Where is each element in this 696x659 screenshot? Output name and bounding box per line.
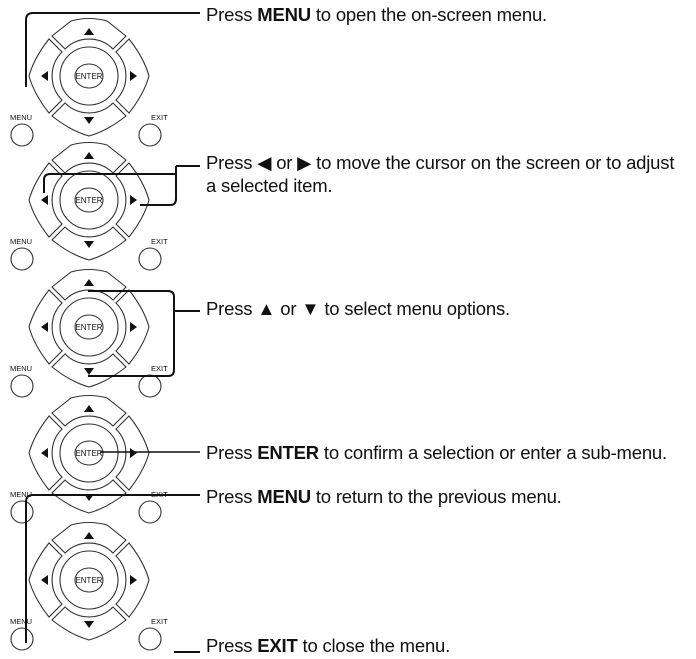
exit-key-label: EXIT xyxy=(151,113,168,122)
enter-label: ENTER xyxy=(75,323,102,332)
remote-pad: ENTER MENU EXIT xyxy=(10,141,168,271)
enter-label: ENTER xyxy=(75,576,102,585)
exit-button xyxy=(138,123,162,147)
exit-button xyxy=(138,500,162,524)
step5-text: Press MENU to return to the previous men… xyxy=(206,486,562,507)
connector-step5 xyxy=(25,494,200,643)
connector-step1 xyxy=(25,12,200,87)
remote-pad: ENTER MENU EXIT xyxy=(10,268,168,398)
menu-button xyxy=(10,627,34,651)
exit-button xyxy=(138,374,162,398)
menu-key-label: MENU xyxy=(10,617,32,626)
menu-key-label: MENU xyxy=(10,490,32,499)
exit-key-label: EXIT xyxy=(151,237,168,246)
step6-text: Press EXIT to close the menu. xyxy=(206,635,451,656)
step1-text: Press MENU to open the on-screen menu. xyxy=(206,4,547,25)
remote-pad: ENTER MENU EXIT xyxy=(10,521,168,651)
menu-button xyxy=(10,247,34,271)
step2-text: Press ◀ or ▶ to move the cursor on the s… xyxy=(206,152,675,196)
menu-button xyxy=(10,374,34,398)
connector-step2 xyxy=(43,166,177,206)
menu-button xyxy=(10,500,34,524)
exit-button xyxy=(138,627,162,651)
enter-label: ENTER xyxy=(75,449,102,458)
menu-key-label: MENU xyxy=(10,237,32,246)
menu-key-label: MENU xyxy=(10,113,32,122)
enter-label: ENTER xyxy=(75,72,102,81)
remote-pad: ENTER MENU EXIT xyxy=(10,17,168,147)
connector-step3 xyxy=(88,290,175,377)
exit-button xyxy=(138,247,162,271)
menu-key-label: MENU xyxy=(10,364,32,373)
exit-key-label: EXIT xyxy=(151,364,168,373)
step4-text: Press ENTER to confirm a selection or en… xyxy=(206,442,667,463)
enter-label: ENTER xyxy=(75,196,102,205)
menu-button xyxy=(10,123,34,147)
step3-text: Press ▲ or ▼ to select menu options. xyxy=(206,298,510,319)
exit-key-label: EXIT xyxy=(151,617,168,626)
